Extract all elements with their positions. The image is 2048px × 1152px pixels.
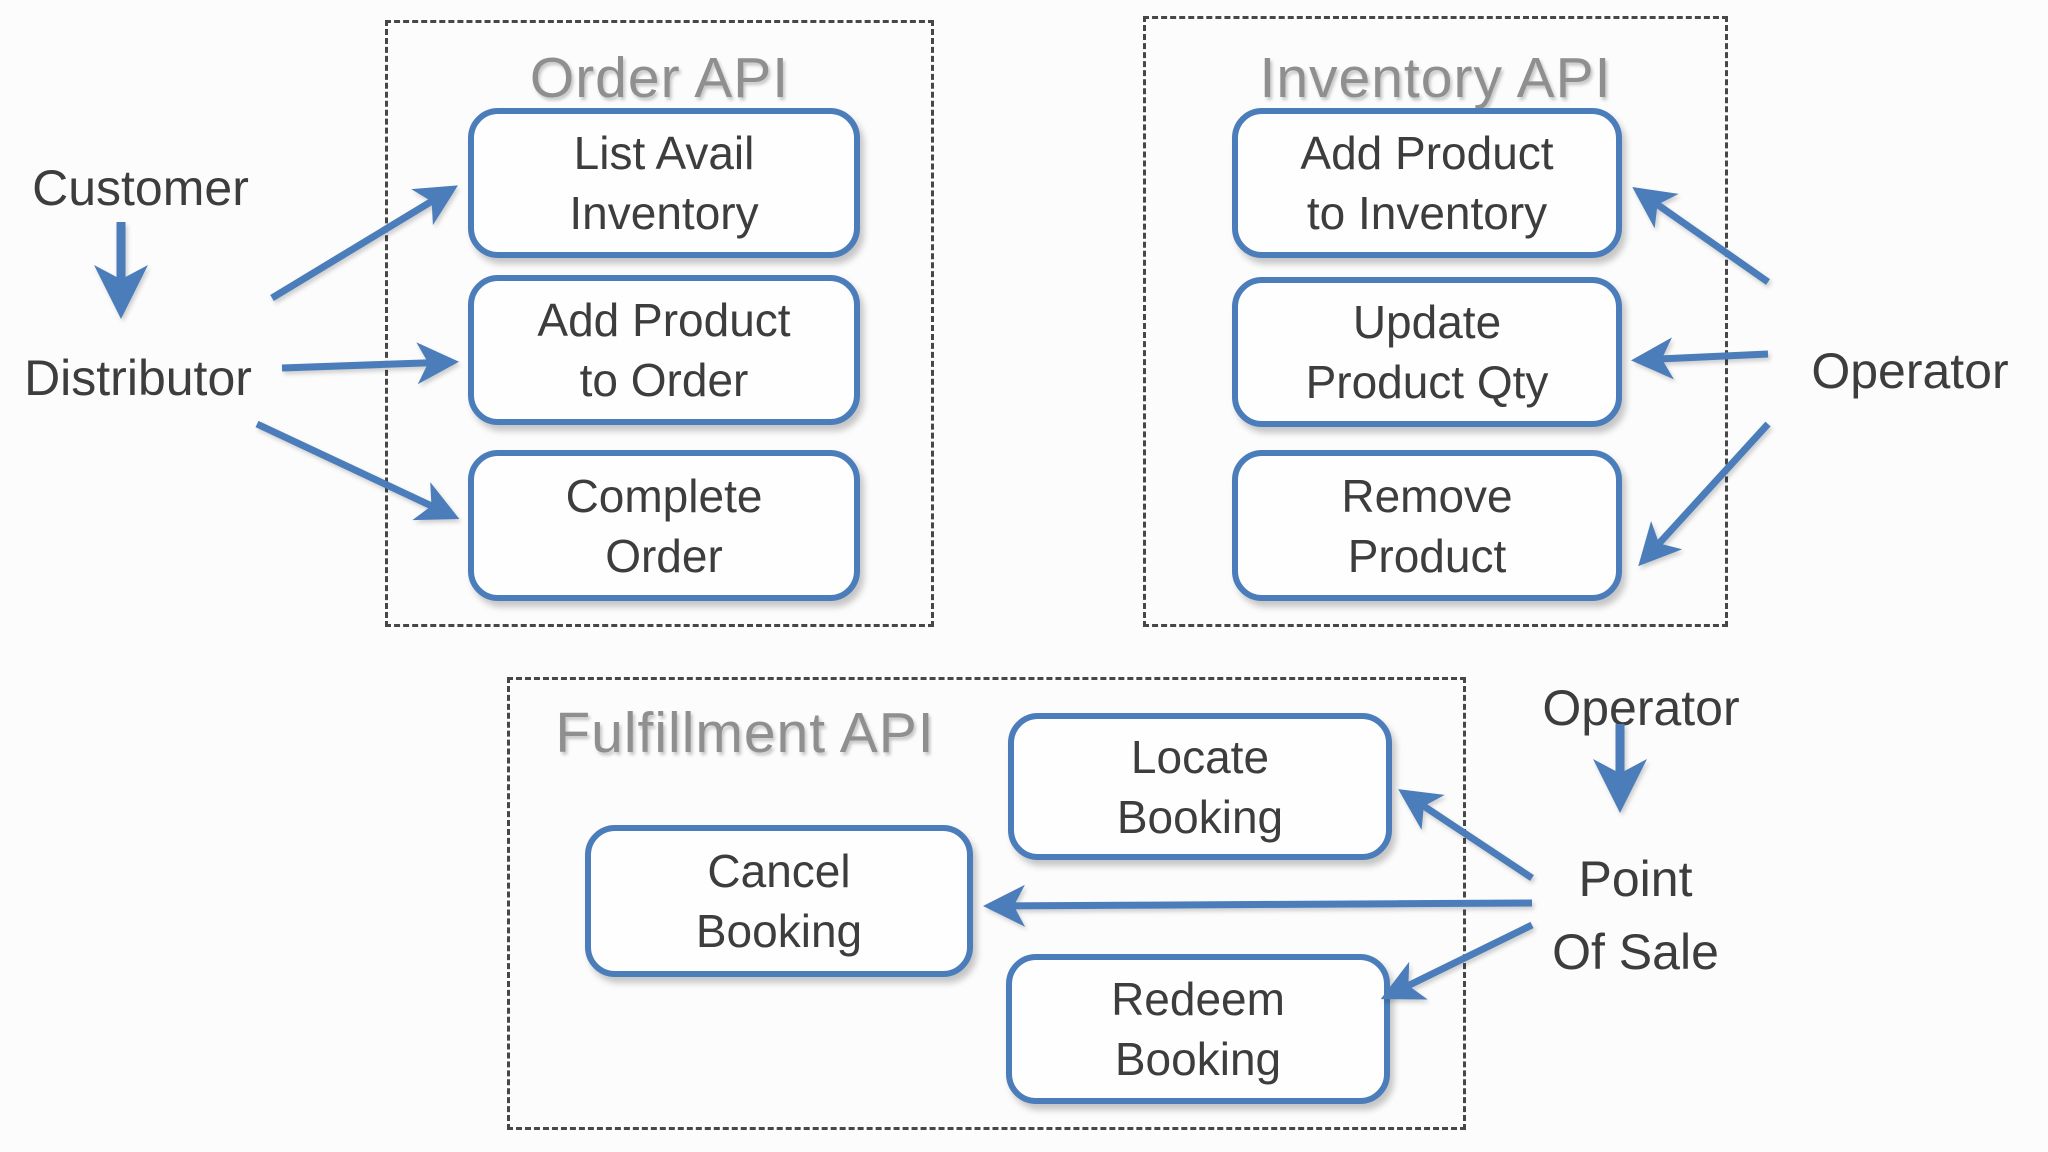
group-title-fulfillment-api: Fulfillment API — [555, 701, 935, 765]
group-title-inventory-api: Inventory API — [1259, 46, 1612, 110]
actor-customer: Customer — [32, 160, 249, 216]
actor-operator-inventory: Operator — [1811, 343, 2009, 399]
node-label: List Avail Inventory — [569, 127, 759, 239]
node-label: Complete Order — [565, 469, 763, 582]
actor-point-of-sale: Point Of Sale — [1552, 851, 1719, 980]
node-label: Add Product to Inventory — [1300, 127, 1554, 239]
node-list-avail-inventory: List Avail Inventory — [468, 108, 860, 258]
node-cancel-booking: Cancel Booking — [585, 825, 973, 977]
node-redeem-booking: Redeem Booking — [1006, 954, 1390, 1104]
node-locate-booking: Locate Booking — [1008, 713, 1392, 860]
node-add-product-to-order: Add Product to Order — [468, 275, 860, 425]
group-title-order-api: Order API — [529, 46, 790, 110]
group-inventory-api: Inventory API — [1143, 16, 1728, 627]
node-label: Redeem Booking — [1111, 973, 1285, 1085]
node-label: Locate Booking — [1116, 730, 1284, 843]
actor-operator-fulfillment: Operator — [1542, 680, 1740, 736]
node-label: Cancel Booking — [695, 845, 863, 957]
node-complete-order: Complete Order — [468, 450, 860, 601]
node-label: Update Product Qty — [1305, 296, 1549, 408]
node-add-product-to-inventory: Add Product to Inventory — [1232, 108, 1622, 258]
node-remove-product: Remove Product — [1232, 450, 1622, 601]
node-label: Add Product to Order — [537, 294, 791, 406]
node-label: Remove Product — [1341, 469, 1513, 582]
node-update-product-qty: Update Product Qty — [1232, 277, 1622, 427]
actor-distributor: Distributor — [24, 350, 252, 406]
group-fulfillment-api: Fulfillment API — [507, 677, 1466, 1130]
group-order-api: Order API — [385, 20, 934, 627]
